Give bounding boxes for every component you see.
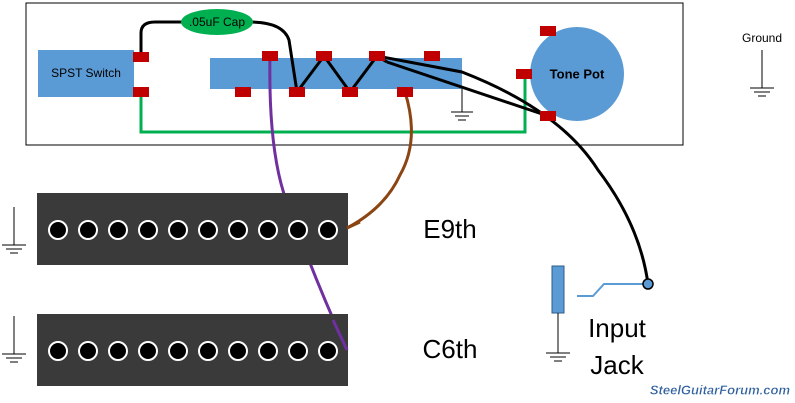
tone-pot: [530, 27, 624, 121]
pickup-e9th-pole: [78, 220, 98, 240]
input-jack-label-line1: Input: [588, 313, 647, 343]
lug-strip-bottom-1: [235, 87, 251, 97]
pickup-c6th-pole: [168, 341, 188, 361]
pickup-c6th-pole: [78, 341, 98, 361]
wire-to-input-jack: [376, 54, 650, 285]
lug-strip-top-4: [424, 51, 440, 61]
pickup-e9th-poles: [48, 220, 338, 240]
pickup-e9th-pole: [138, 220, 158, 240]
pickup-c6th-pole: [258, 341, 278, 361]
capacitor-lead-right: [249, 20, 299, 93]
pickup-c6th-pole: [138, 341, 158, 361]
lug-switch-top: [133, 52, 149, 62]
spst-switch-label: SPST Switch: [51, 66, 121, 80]
wire-strip-to-tone-pot: [386, 60, 549, 118]
capacitor-lead-left: [139, 20, 185, 57]
pickup-e9th-pole: [228, 220, 248, 240]
lug-pot-top: [540, 26, 556, 36]
lug-strip-bottom-2: [289, 87, 305, 97]
pickup-e9th-pole: [48, 220, 68, 240]
pickup-c6th-pole: [48, 341, 68, 361]
capacitor-label: .05uF Cap: [189, 15, 245, 29]
pickup-c6th-ground-symbol: [2, 316, 26, 363]
pickup-e9th-pole: [288, 220, 308, 240]
pickup-e9th-pole: [198, 220, 218, 240]
input-jack-body: [551, 265, 565, 314]
lug-strip-top-1: [262, 51, 278, 61]
pickup-e9th-label: E9th: [423, 214, 477, 244]
tone-pot-label: Tone Pot: [550, 66, 605, 81]
pickup-c6th-pole: [288, 341, 308, 361]
pickup-e9th-pole: [108, 220, 128, 240]
lug-strip-top-2: [316, 51, 332, 61]
lug-pot-bottom: [540, 111, 556, 121]
lug-switch-bottom: [133, 87, 149, 97]
input-jack-tip: [642, 278, 654, 290]
lug-strip-bottom-4: [397, 87, 413, 97]
pickup-e9th-pole: [258, 220, 278, 240]
pickup-e9th-pole: [168, 220, 188, 240]
pickup-c6th-pole: [198, 341, 218, 361]
lug-pot-left: [516, 69, 532, 79]
capacitor: [181, 9, 253, 35]
pickup-c6th-poles: [48, 341, 338, 361]
ground-legend-symbol: [750, 50, 774, 97]
lug-strip-bottom-3: [342, 87, 358, 97]
watermark: SteelGuitarForum.com: [650, 382, 791, 397]
pickup-c6th-label: C6th: [423, 334, 478, 364]
strip-ground-symbol: [451, 89, 473, 121]
input-jack-label-line2: Jack: [590, 350, 644, 380]
pickup-e9th-pole: [318, 220, 338, 240]
pickup-c6th-pole: [228, 341, 248, 361]
pickup-c6th-pole: [108, 341, 128, 361]
ground-legend-label: Ground: [742, 31, 782, 45]
input-jack-ground-symbol: [546, 313, 570, 362]
lug-strip-top-3: [369, 51, 385, 61]
pickup-c6th-pole: [318, 341, 338, 361]
brown-wire: [346, 91, 413, 230]
brown-wire-end: [346, 220, 361, 230]
pickup-e9th-ground-symbol: [2, 207, 26, 254]
spst-switch: [38, 50, 134, 97]
input-jack-contact: [577, 283, 648, 297]
lugs: [133, 26, 556, 121]
purple-wire-end: [331, 319, 349, 351]
